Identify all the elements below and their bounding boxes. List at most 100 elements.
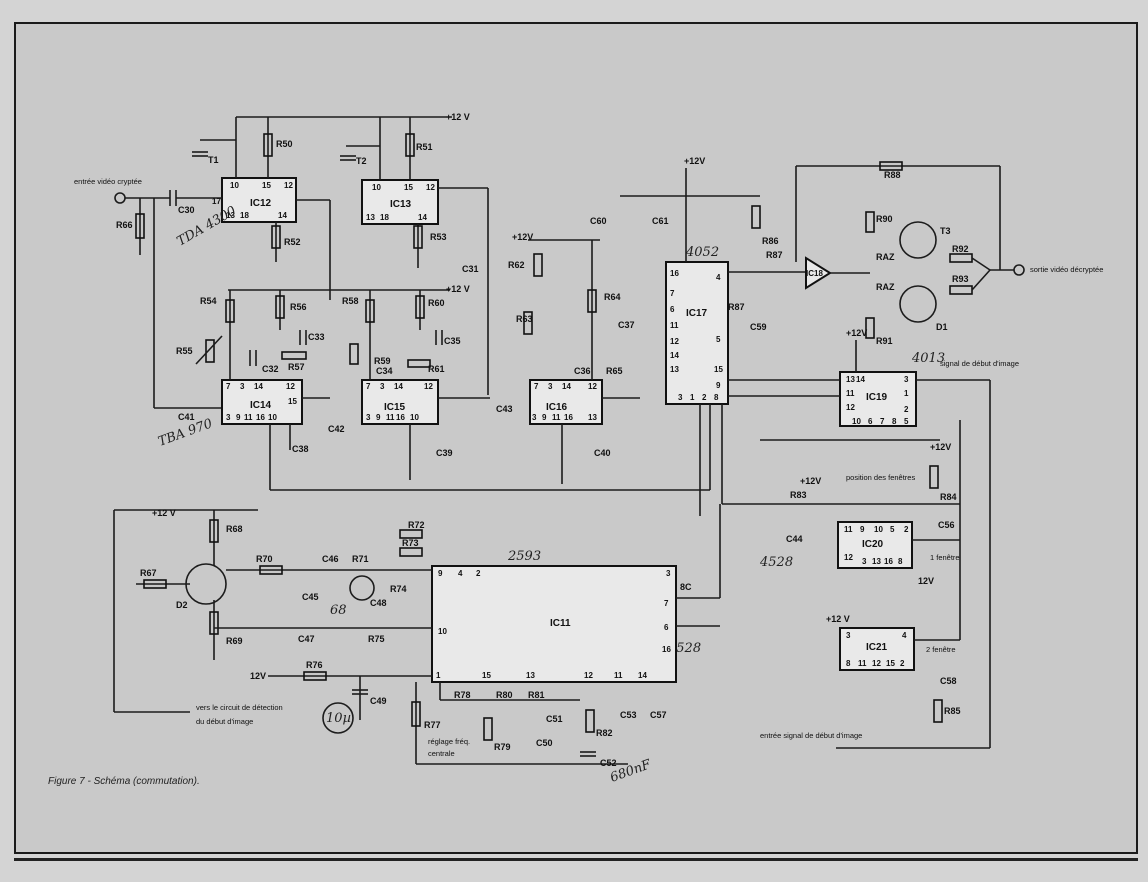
svg-text:7: 7 <box>534 382 539 391</box>
c31-label: C31 <box>462 264 479 274</box>
tune-label-2: centrale <box>428 749 455 758</box>
svg-text:10: 10 <box>874 525 883 534</box>
c47-label: C47 <box>298 634 315 644</box>
svg-text:16: 16 <box>884 557 893 566</box>
r70-label: R70 <box>256 554 273 564</box>
detect-label-2: du début d'image <box>196 717 253 726</box>
svg-text:1: 1 <box>904 389 909 398</box>
svg-text:10: 10 <box>410 413 419 422</box>
svg-text:4: 4 <box>716 273 721 282</box>
svg-text:14: 14 <box>670 351 679 360</box>
handwritten-4013: 4013 <box>911 351 945 366</box>
r82-label: R82 <box>596 728 613 738</box>
output-jack <box>1013 264 1025 276</box>
handwritten-2593: 2593 <box>507 549 541 564</box>
svg-text:13: 13 <box>846 375 855 384</box>
r81-label: R81 <box>528 690 545 700</box>
svg-text:15: 15 <box>288 397 297 406</box>
svg-text:8: 8 <box>714 393 719 402</box>
svg-text:15: 15 <box>482 671 491 680</box>
svg-text:16: 16 <box>564 413 573 422</box>
r74-label: R74 <box>390 584 407 594</box>
svg-text:7: 7 <box>670 289 675 298</box>
transistor-t3 <box>185 563 227 605</box>
r79-label: R79 <box>494 742 511 752</box>
ic16-label: IC16 <box>546 402 568 413</box>
supply-label: +12 V <box>446 284 470 294</box>
c46-label: C46 <box>322 554 339 564</box>
svg-text:13: 13 <box>588 413 597 422</box>
c37-label: C37 <box>618 320 635 330</box>
c60-label: T1 <box>208 155 219 165</box>
c34-label: C34 <box>376 366 393 376</box>
svg-text:6: 6 <box>664 623 669 632</box>
transistor-t2 <box>899 285 937 323</box>
ic15-label: IC15 <box>384 402 406 413</box>
svg-text:12: 12 <box>844 553 853 562</box>
svg-text:3: 3 <box>366 413 371 422</box>
c44-label: C44 <box>786 534 803 544</box>
c50-label: C50 <box>536 738 553 748</box>
r51-label: R51 <box>416 142 433 152</box>
supply-label: +12V <box>800 476 821 486</box>
r66-label: R66 <box>116 220 133 230</box>
svg-text:3: 3 <box>846 631 851 640</box>
svg-text:18: 18 <box>240 211 249 220</box>
svg-text:3: 3 <box>380 382 385 391</box>
r87-label: R86 <box>762 236 779 246</box>
r61-label: R61 <box>428 364 445 374</box>
svg-text:3: 3 <box>666 569 671 578</box>
svg-text:4: 4 <box>458 569 463 578</box>
svg-text:7: 7 <box>366 382 371 391</box>
svg-text:10: 10 <box>438 627 447 636</box>
svg-text:12: 12 <box>670 337 679 346</box>
ic21-label: IC21 <box>866 642 888 653</box>
svg-text:10: 10 <box>230 181 239 190</box>
svg-text:9: 9 <box>236 413 241 422</box>
c56-label: C58 <box>940 676 957 686</box>
c40-label: C40 <box>594 448 611 458</box>
r84-label: R83 <box>790 490 807 500</box>
svg-text:12: 12 <box>846 403 855 412</box>
svg-text:7: 7 <box>664 599 669 608</box>
c59-label: C61 <box>652 216 669 226</box>
window2-label: 2 fenêtre <box>926 645 956 654</box>
ic17 <box>665 261 729 405</box>
c35-label: C35 <box>444 336 461 346</box>
svg-text:2: 2 <box>900 659 905 668</box>
svg-text:8: 8 <box>892 417 897 426</box>
c61-label: T2 <box>356 156 367 166</box>
image-start-label: signal de début d'image <box>940 359 1019 368</box>
r73-label: R73 <box>402 538 419 548</box>
svg-text:12: 12 <box>424 382 433 391</box>
r80-label: R80 <box>496 690 513 700</box>
window-position-label: position des fenêtres <box>846 473 915 482</box>
handwritten-4052: 4052 <box>685 245 719 260</box>
svg-text:11: 11 <box>858 659 867 668</box>
r89-label: R87 <box>766 250 783 260</box>
r67-label: R67 <box>140 568 157 578</box>
svg-text:3: 3 <box>226 413 231 422</box>
svg-text:8: 8 <box>898 557 903 566</box>
svg-text:2: 2 <box>904 405 909 414</box>
svg-text:9: 9 <box>376 413 381 422</box>
c48-circle <box>349 575 375 601</box>
svg-text:12: 12 <box>588 382 597 391</box>
svg-text:10: 10 <box>268 413 277 422</box>
t1-label: T3 <box>940 226 951 236</box>
handwritten-68: 68 <box>330 603 347 618</box>
c33-label: C33 <box>308 332 325 342</box>
c53-label: C53 <box>620 710 637 720</box>
svg-text:6: 6 <box>868 417 873 426</box>
c49-label: C49 <box>370 696 387 706</box>
detect-label-1: vers le circuit de détection <box>196 703 283 712</box>
supply-label: 12V <box>918 576 934 586</box>
figure-caption: Figure 7 - Schéma (commutation). <box>48 776 200 787</box>
svg-text:14: 14 <box>418 213 427 222</box>
svg-text:3: 3 <box>548 382 553 391</box>
svg-text:16: 16 <box>670 269 679 278</box>
ic12-label: IC12 <box>250 198 272 209</box>
d1-label: RAZ <box>876 252 895 262</box>
c51-label: C51 <box>546 714 563 724</box>
r91-label: R90 <box>876 214 893 224</box>
